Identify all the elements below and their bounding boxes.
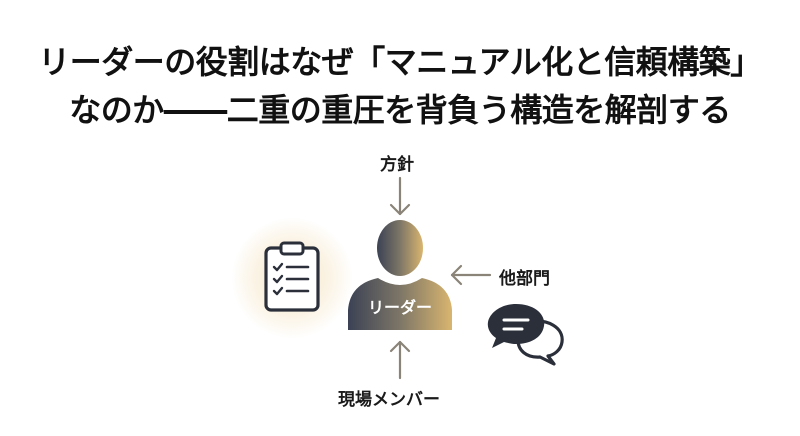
label-policy: 方針: [380, 155, 414, 175]
clipboard-checklist-icon: [264, 241, 320, 312]
arrow-up-icon: [389, 340, 411, 380]
label-field-members: 現場メンバー: [338, 390, 440, 410]
page-title: リーダーの役割はなぜ「マニュアル化と信頼構築」 なのか――二重の重圧を背負う構造…: [0, 38, 800, 134]
label-other-department: 他部門: [499, 269, 550, 289]
person-icon: [348, 220, 452, 330]
arrow-left-icon: [450, 264, 492, 286]
title-line-1: リーダーの役割はなぜ「マニュアル化と信頼構築」: [38, 43, 762, 81]
chat-bubbles-icon: [487, 304, 564, 366]
leader-label: リーダー: [367, 298, 432, 317]
title-line-2: なのか――二重の重圧を背負う構造を解剖する: [69, 91, 731, 129]
arrow-down-icon: [389, 176, 411, 216]
